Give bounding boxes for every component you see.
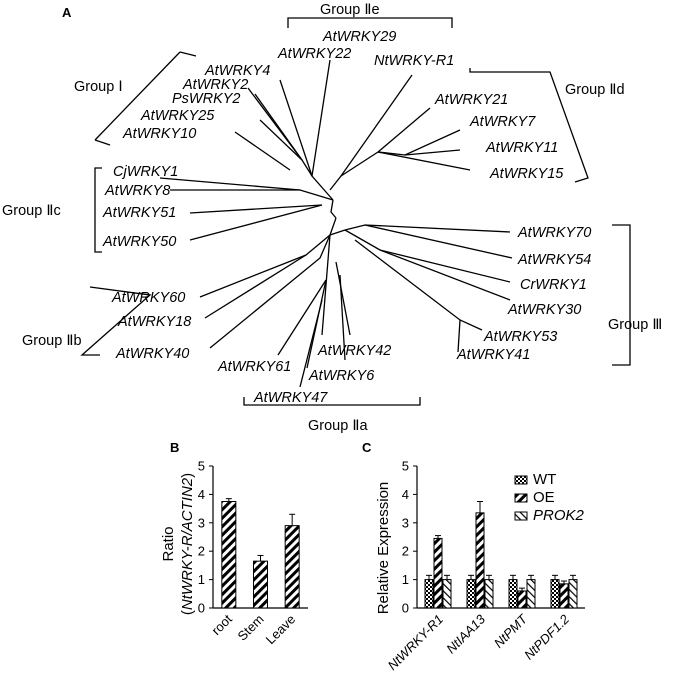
group-label: Group Ⅰ [74,79,123,95]
gene-label: PsWRKY2 [172,91,241,107]
group-label: Group Ⅲ [608,317,662,333]
chart-b-category-label: Leave [263,612,299,648]
gene-label: CrWRKY1 [520,277,587,293]
panel-label-b: B [170,440,179,455]
chart-c-y-tick-label: 4 [402,487,409,502]
chart-c-legend-label: WT [533,471,556,488]
gene-label: AtWRKY25 [140,108,215,124]
chart-b-y-tick-label: 0 [198,601,205,616]
gene-label: AtWRKY29 [322,29,396,45]
chart-c-y-tick-label: 3 [402,515,409,530]
chart-b-bar [221,501,237,609]
gene-label: AtWRKY2 [182,77,248,93]
gene-labels: AtWRKY29 AtWRKY22 NtWRKY-R1 AtWRKY4 AtWR… [102,29,591,406]
chart-c-bar [559,583,569,609]
chart-b-category-label: Stem [235,612,267,644]
chart-b-ylabel-close: ) [179,473,196,478]
chart-c-bar [466,579,476,609]
chart-b-ylabel-open: ( [179,610,196,615]
gene-label: AtWRKY42 [317,343,391,359]
chart-c-legend-label: OE [533,489,555,506]
chart-c-bar [508,579,518,609]
chart-b-y-tick-label: 2 [198,544,205,559]
chart-c-bar [526,579,536,609]
chart-c-legend-swatch [514,493,528,503]
chart-c-y-tick-label: 2 [402,544,409,559]
chart-b-bar [284,525,300,609]
chart-b-category-label: root [209,611,236,638]
gene-label: AtWRKY53 [483,329,557,345]
chart-c-category-label: NtIAA13 [443,611,488,656]
panel-label-a: A [62,5,72,20]
chart-b-y-tick-label: 3 [198,515,205,530]
group-label: Group Ⅱe [320,2,380,18]
gene-label: AtWRKY51 [102,205,176,221]
tree-branches [159,59,513,388]
chart-c-legend-label: PROK2 [533,507,585,524]
chart-b-y-tick-label: 1 [198,572,205,587]
gene-label: AtWRKY7 [469,114,536,130]
gene-label: AtWRKY22 [277,46,351,62]
gene-label: CjWRKY1 [113,164,178,180]
group-label: Group Ⅱb [22,333,82,349]
gene-label: AtWRKY21 [434,92,508,108]
chart-c-bar [550,579,560,609]
chart-c-y-tick-label: 1 [402,572,409,587]
chart-c-ylabel: Relative Expression [375,482,392,615]
chart-b-y-tick-label: 5 [198,459,205,474]
gene-label: AtWRKY18 [117,314,191,330]
gene-label: AtWRKY54 [517,252,591,268]
gene-label: AtWRKY60 [111,290,185,306]
gene-label: AtWRKY50 [102,234,176,250]
gene-label: AtWRKY11 [485,140,558,156]
chart-c-category-label: NtWRKY-R1 [385,612,447,674]
chart-b-ylabel-name: NtWRKY-R/ACTIN2 [179,477,196,610]
chart-c-category-label: NtPDF1.2 [521,611,573,663]
panel-label-c: C [362,440,372,455]
gene-label: AtWRKY30 [507,302,581,318]
chart-b-ylabel-gene: (NtWRKY-R/ACTIN2) [179,473,196,615]
chart-c-bar [568,579,578,609]
chart-c-bar [484,579,494,609]
chart-c-bar [442,579,452,609]
gene-label: AtWRKY8 [104,183,170,199]
gene-label: AtWRKY4 [204,63,270,79]
chart-c-legend-swatch [514,475,528,485]
chart-c-bar [475,512,485,609]
gene-label: AtWRKY15 [489,166,564,182]
gene-label: AtWRKY6 [308,368,375,384]
gene-label: AtWRKY47 [253,390,328,406]
chart-c-bar [433,537,443,609]
chart-c-category-label: NtPMT [491,611,531,651]
gene-label: AtWRKY41 [456,347,530,363]
chart-c-legend-swatch [514,511,528,521]
group-label: Group Ⅱd [565,82,625,98]
group-labels: Group Ⅱe Group Ⅰ Group Ⅱd Group Ⅱc Group… [2,2,662,434]
gene-label: AtWRKY61 [217,359,291,375]
chart-b-ylabel-ratio: Ratio [160,526,177,561]
chart-b-y-tick-label: 4 [198,487,205,502]
group-label: Group Ⅱc [2,203,61,219]
group-brackets [80,17,631,406]
gene-label: AtWRKY40 [115,346,189,362]
chart-c-bar [424,579,434,609]
gene-label: AtWRKY70 [517,225,591,241]
chart-c-y-tick-label: 0 [402,601,409,616]
chart-c-bar [517,590,527,609]
chart-c-y-tick-label: 5 [402,459,409,474]
gene-label: AtWRKY10 [122,126,196,142]
chart-b-bar [253,560,268,609]
group-label: Group Ⅱa [308,418,368,434]
gene-label: NtWRKY-R1 [374,53,454,69]
